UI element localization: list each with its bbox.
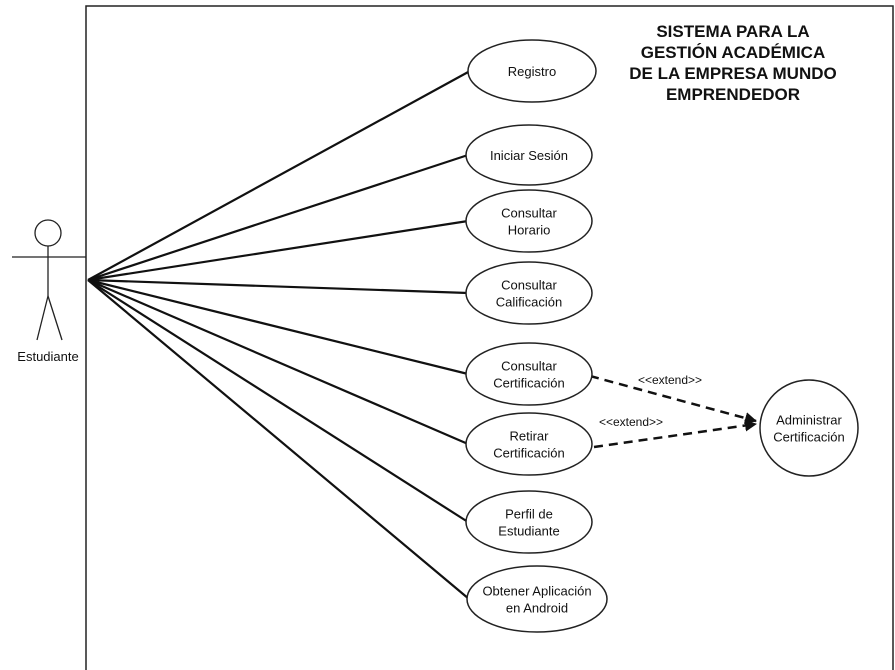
use-case-perfil-estudiante: Perfil de Estudiante	[465, 490, 593, 554]
use-case-ellipse	[465, 342, 593, 406]
use-case-label: Registro	[508, 64, 556, 79]
association-line-obtener-aplicacion	[87, 279, 470, 600]
association-line-perfil-estudiante	[87, 279, 469, 523]
actor-head	[34, 219, 62, 247]
actor-left-leg	[36, 295, 49, 341]
association-line-consultar-certificacion	[87, 278, 469, 376]
use-case-label: Horario	[508, 223, 551, 238]
use-case-label: Retirar	[509, 429, 549, 444]
extend-arrow-consultar-certificacion	[589, 374, 757, 424]
title-line-2: GESTIÓN ACADÉMICA	[641, 43, 826, 62]
extend-label: <<extend>>	[638, 373, 702, 387]
title-line-3: DE LA EMPRESA MUNDO	[629, 64, 836, 83]
use-case-label: Certificación	[773, 430, 845, 445]
system-title: SISTEMA PARA LA GESTIÓN ACADÉMICA DE LA …	[629, 22, 836, 104]
use-case-label: Consultar	[501, 359, 557, 374]
association-line-consultar-horario	[87, 219, 469, 282]
association-line-consultar-calificacion	[87, 278, 469, 295]
extend-arrow-retirar-certificacion	[593, 419, 757, 449]
use-case-ellipse	[759, 379, 859, 477]
use-case-label: Calificación	[496, 295, 562, 310]
use-case-label: Consultar	[501, 206, 557, 221]
association-lines	[87, 70, 471, 600]
use-case-obtener-aplicacion: Obtener Aplicación en Android	[466, 565, 608, 633]
association-line-registro	[87, 70, 471, 281]
extend-relations: <<extend>> <<extend>>	[589, 373, 757, 449]
title-line-4: EMPRENDEDOR	[666, 85, 800, 104]
use-case-label: Certificación	[493, 446, 565, 461]
use-case-iniciar-sesion: Iniciar Sesión	[465, 124, 593, 186]
title-line-1: SISTEMA PARA LA	[656, 22, 809, 41]
use-case-ellipse	[465, 189, 593, 253]
use-case-registro: Registro	[467, 39, 597, 103]
use-case-label: Perfil de	[505, 507, 553, 522]
use-case-ellipse	[465, 412, 593, 476]
use-case-label: Iniciar Sesión	[490, 148, 568, 163]
use-case-label: en Android	[506, 601, 568, 616]
use-case-ellipse	[467, 39, 597, 103]
actor-right-leg	[47, 295, 63, 341]
use-case-label: Estudiante	[498, 524, 559, 539]
association-line-iniciar-sesion	[87, 153, 469, 282]
actor-estudiante: Estudiante	[12, 219, 86, 364]
system-boundary	[85, 5, 894, 670]
use-case-ellipse	[465, 490, 593, 554]
extend-label: <<extend>>	[599, 415, 663, 429]
use-case-label: Certificación	[493, 376, 565, 391]
actor-label: Estudiante	[17, 349, 78, 364]
association-line-retirar-certificacion	[87, 278, 469, 446]
use-case-ellipse	[465, 124, 593, 186]
use-case-label: Consultar	[501, 278, 557, 293]
use-case-label: Obtener Aplicación	[482, 584, 591, 599]
use-case-ellipse	[466, 565, 608, 633]
use-case-ellipse	[465, 261, 593, 325]
use-case-label: Administrar	[776, 413, 842, 428]
